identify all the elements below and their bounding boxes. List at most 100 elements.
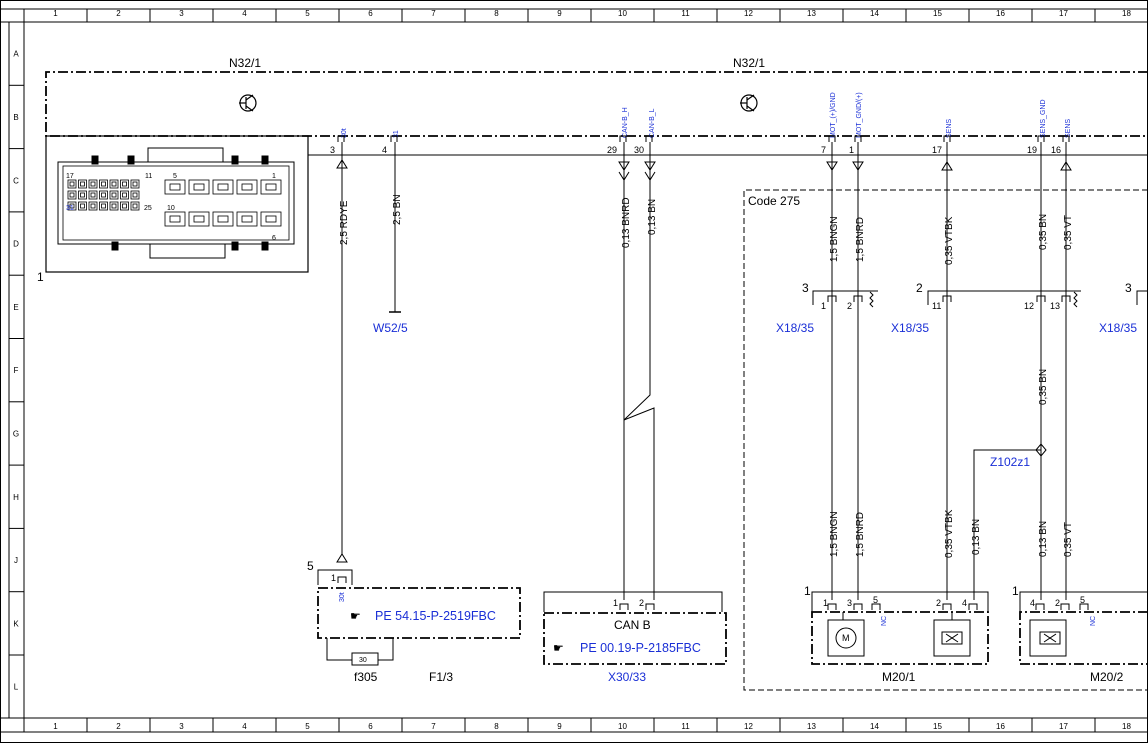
f-pin-1: 1 <box>331 573 336 583</box>
wire-label-vtbk-035: 0,35 VTBK <box>944 216 955 265</box>
grid-column-label: 15 <box>933 722 942 731</box>
grid-row-label: L <box>14 683 19 692</box>
x30-33-label[interactable]: X30/33 <box>608 670 646 684</box>
grid-column-label: 12 <box>744 722 753 731</box>
x30-pin-2: 2 <box>639 598 644 608</box>
m20-2-label: M20/2 <box>1090 670 1124 684</box>
bracket-num-5: 5 <box>307 559 314 573</box>
ecu-label-right: N32/1 <box>733 56 765 70</box>
grid-column-label: 16 <box>996 9 1005 18</box>
wire-label-rdye: 2,5 RDYE <box>339 200 350 245</box>
pin-number-7: 7 <box>821 145 826 155</box>
grid-column-label: 15 <box>933 9 942 18</box>
connector-pin-31: 31 <box>66 205 74 212</box>
grid-column-label: 11 <box>681 9 690 18</box>
pin-signal-mot-gnd: MOT_(+)/GND <box>830 92 837 138</box>
f1-3-label: F1/3 <box>429 670 453 684</box>
grid-row-label: C <box>13 176 19 185</box>
grid-column-label: 4 <box>242 722 247 731</box>
nc-label-b: NC <box>1090 616 1097 626</box>
x18-35-label-a[interactable]: X18/35 <box>776 321 814 335</box>
grid-row-label: J <box>14 556 18 565</box>
ref-link-pe-00[interactable]: PE 00.19-P-2185FBC <box>580 641 701 655</box>
bracket-num-2: 2 <box>916 281 923 295</box>
bracket-num-1b: 1 <box>1012 584 1019 598</box>
wire-label-vtbk-035-bot: 0,35 VTBK <box>944 509 955 558</box>
m201-pin-3: 3 <box>847 598 852 608</box>
m20-1-label: M20/1 <box>882 670 916 684</box>
grid-row-label: A <box>13 50 19 59</box>
m20-2-component <box>1019 591 1148 665</box>
wire-label-bn-035: 0,35 BN <box>1038 214 1049 250</box>
wire-label-bn-25: 2,5 BN <box>392 194 403 225</box>
grid-column-label: 5 <box>305 722 310 731</box>
pin-number-19: 19 <box>1027 145 1037 155</box>
pin-number-30: 30 <box>634 145 644 155</box>
wire-label-bnrd-15: 1,5 BNRD <box>855 217 866 262</box>
grid-column-label: 1 <box>53 9 58 18</box>
x18-b-pin-12: 12 <box>1024 301 1034 311</box>
w52-5-label[interactable]: W52/5 <box>373 321 408 335</box>
grid-row-label: B <box>13 113 18 122</box>
ecu-label-left: N32/1 <box>229 56 261 70</box>
pointing-hand-icon: ☛ <box>350 609 361 623</box>
wire-label-bngn-15-bot: 1,5 BNGN <box>829 511 840 557</box>
wire-label-bnrd-013: 0,13 BNRD <box>621 197 632 248</box>
ref-link-pe-54[interactable]: PE 54.15-P-2519FBC <box>375 609 496 623</box>
pin-number-3: 3 <box>330 145 335 155</box>
pin-signal-sens-17: SENS <box>946 119 953 138</box>
grid-column-ticks <box>23 9 1096 732</box>
grid-row-label: K <box>13 619 19 628</box>
m202-pin-2: 2 <box>1055 598 1060 608</box>
grid-column-label: 7 <box>431 722 436 731</box>
pin-signal-sens-16: SENS <box>1065 119 1072 138</box>
grid-column-label: 18 <box>1122 9 1131 18</box>
grid-column-label: 11 <box>681 722 690 731</box>
grid-column-label: 6 <box>368 722 373 731</box>
pin-number-16: 16 <box>1051 145 1061 155</box>
grid-column-label: 12 <box>744 9 753 18</box>
grid-column-label: 8 <box>494 9 499 18</box>
m201-pin-4: 4 <box>962 598 967 608</box>
m201-pin-2: 2 <box>936 598 941 608</box>
bracket-num-1a: 1 <box>804 584 811 598</box>
wire-label-bn-035-mid: 0,35 BN <box>1038 369 1049 405</box>
grid-column-label: 3 <box>179 722 184 731</box>
bracket-num-3a: 3 <box>802 281 809 295</box>
sensor-icon <box>941 631 963 645</box>
grid-column-label: 2 <box>116 9 121 18</box>
grid-column-label: 9 <box>557 722 562 731</box>
pin-signal-can-b-l: CAN-B_L <box>649 108 656 138</box>
wire-label-vt-035-bot: 0,35 VT <box>1063 522 1074 557</box>
grid-column-label: 10 <box>618 722 627 731</box>
pin-number-17: 17 <box>932 145 942 155</box>
grid-row-label: E <box>13 303 18 312</box>
x18-35-label-c[interactable]: X18/35 <box>1099 321 1137 335</box>
connector-pin-10: 10 <box>167 205 175 212</box>
transistor-icon <box>740 94 758 112</box>
ecu-outline <box>45 71 1148 137</box>
f-pin-30t: 30t <box>339 592 346 602</box>
grid-column-label: 7 <box>431 9 436 18</box>
x18-35-label-b[interactable]: X18/35 <box>891 321 929 335</box>
x18-a-pin-1: 1 <box>821 301 826 311</box>
wire-lines <box>341 142 1067 600</box>
connector-pin-6: 6 <box>272 235 276 242</box>
connector-ref: 1 <box>37 270 44 284</box>
grid-row-label: F <box>14 366 19 375</box>
x18-a-pin-2: 2 <box>847 301 852 311</box>
grid-column-label: 18 <box>1122 722 1131 731</box>
grid-column-label: 17 <box>1059 722 1068 731</box>
z102z1-label[interactable]: Z102z1 <box>990 455 1030 469</box>
wire-label-vt-035: 0,35 VT <box>1063 215 1074 250</box>
arrow-icons <box>336 159 1072 563</box>
wire-label-bn-013: 0,13 BN <box>647 199 658 235</box>
wire-label-bn-013-bot: 0,13 BN <box>971 519 982 555</box>
connector-pin-25: 25 <box>144 205 152 212</box>
f305-label: f305 <box>354 670 378 684</box>
grid-column-label: 10 <box>618 9 627 18</box>
x30-33-box <box>543 591 727 665</box>
pin-terminals <box>337 135 1070 142</box>
